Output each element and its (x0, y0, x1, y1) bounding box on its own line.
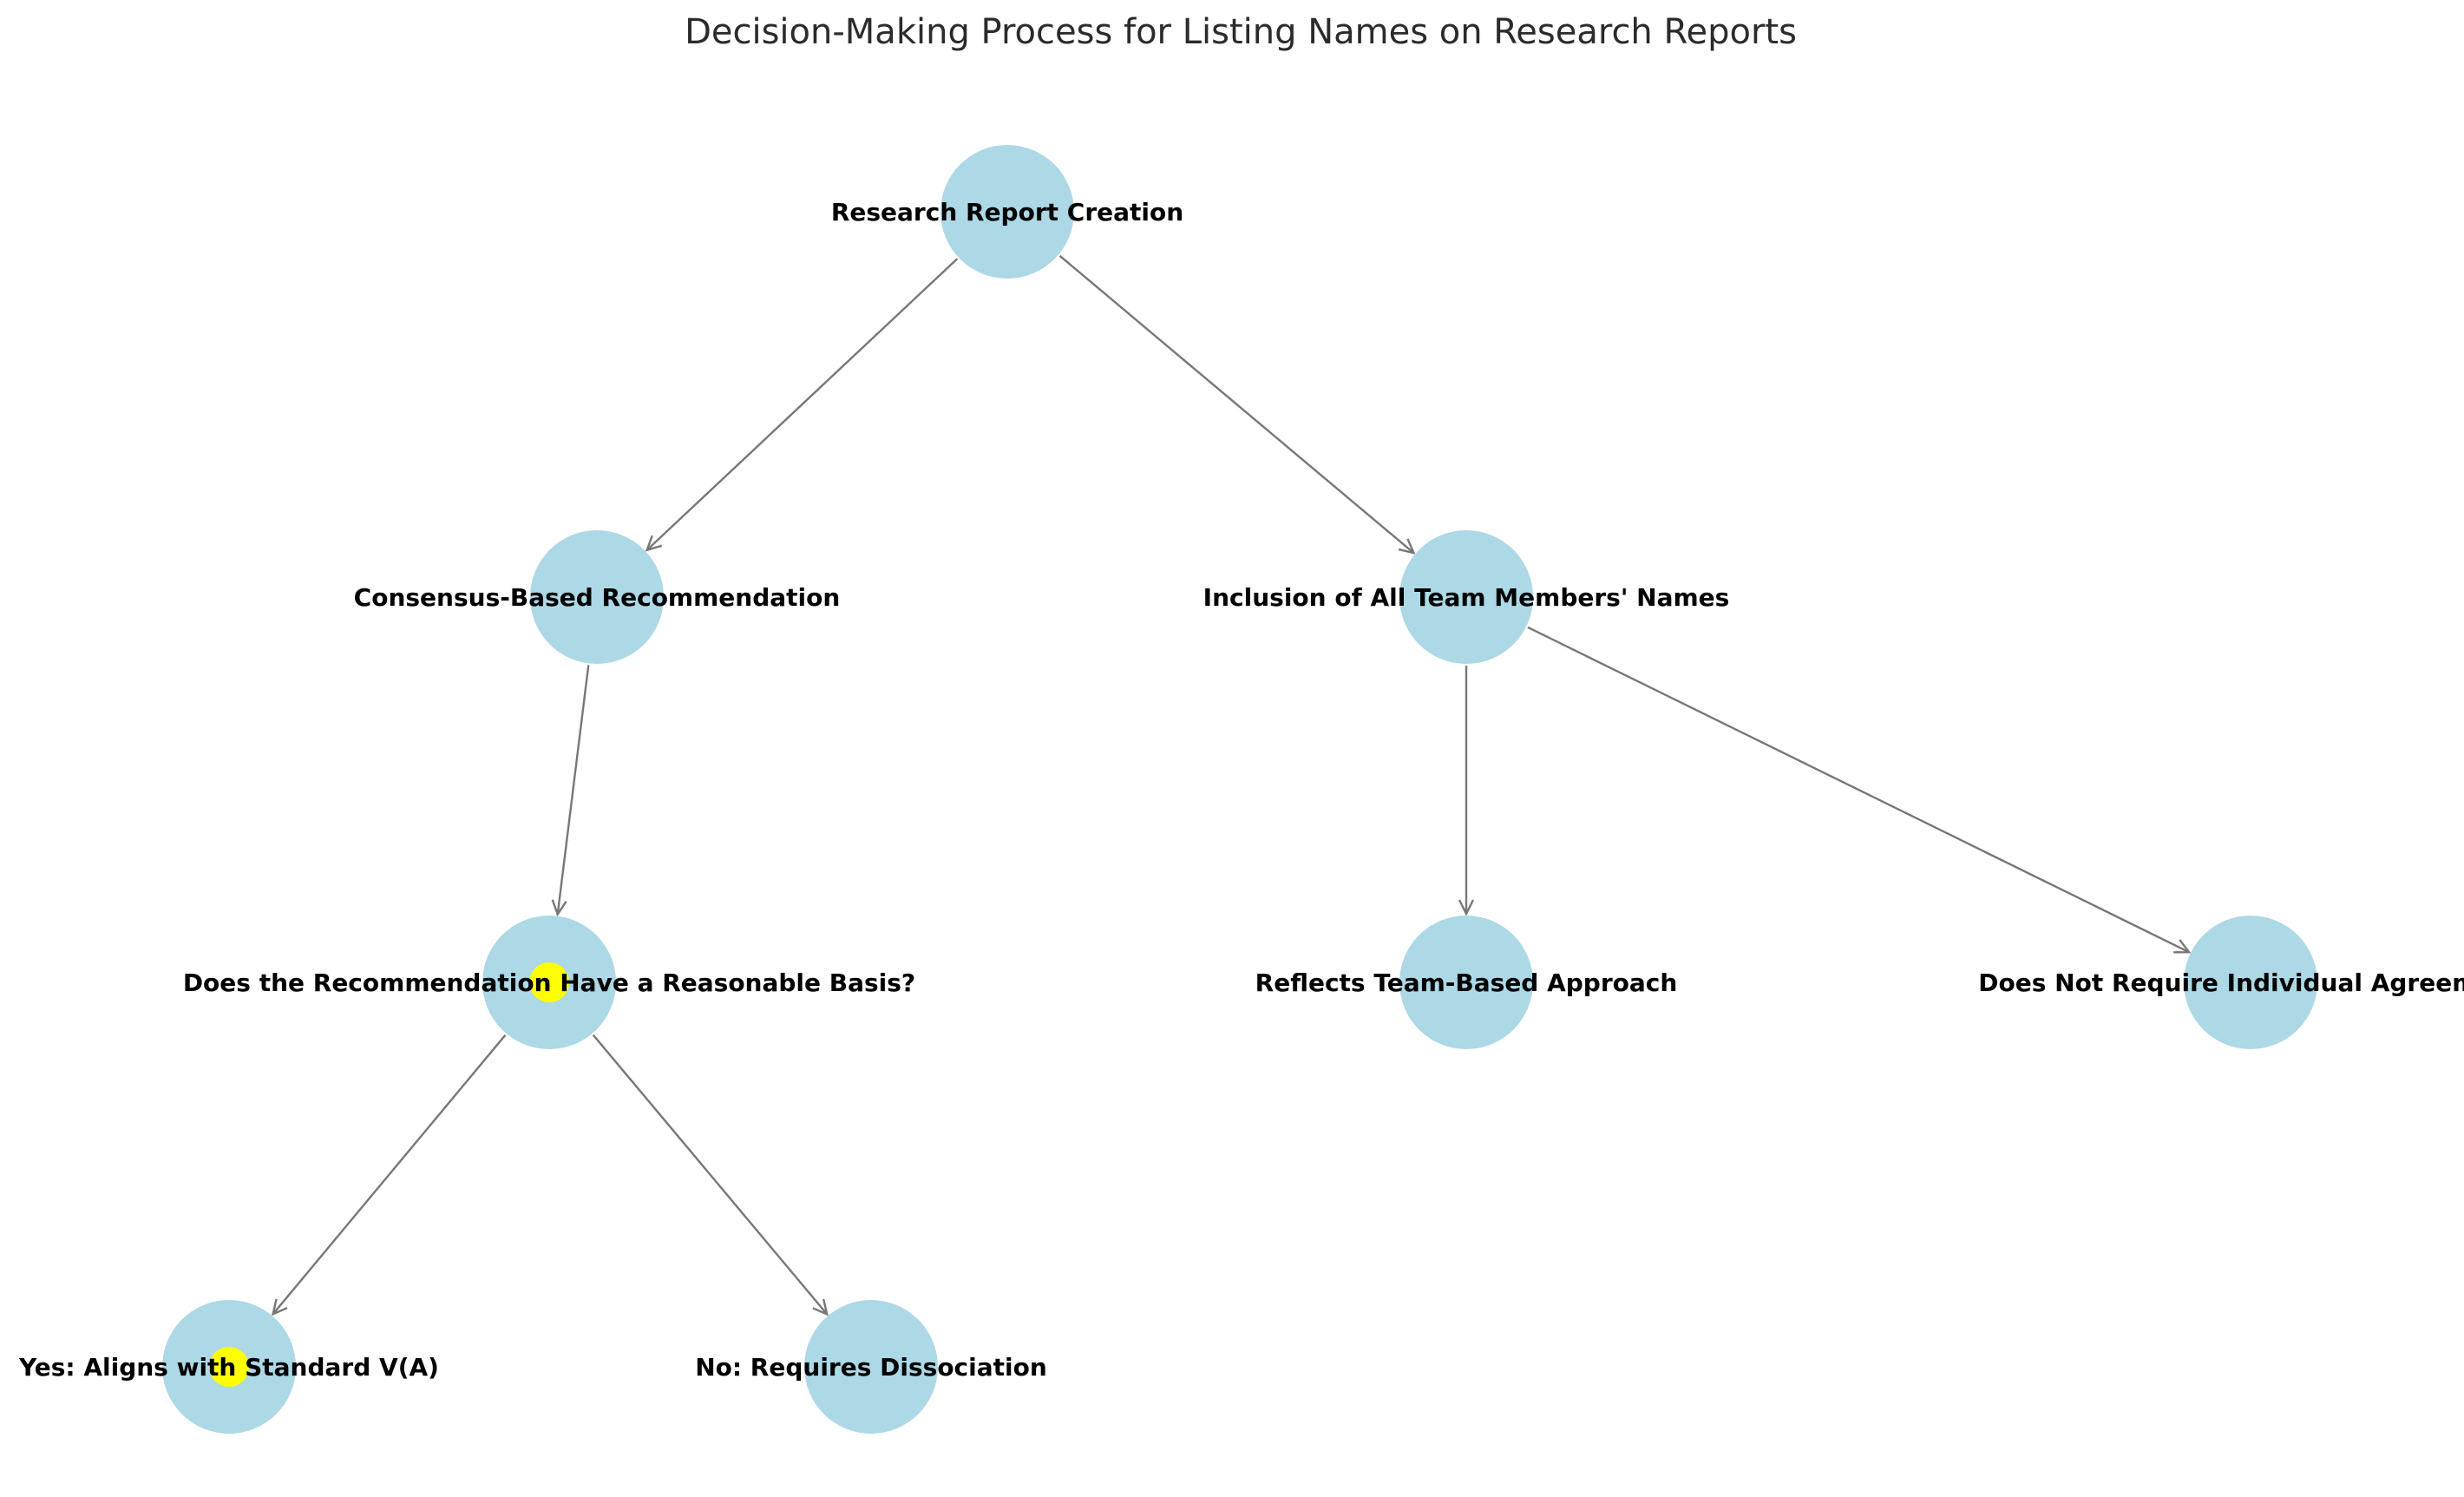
node-label-inclusion: Inclusion of All Team Members' Names (1203, 583, 1730, 612)
edge-root-to-inclusion (1058, 254, 1414, 553)
highlight-dot-yes (209, 1347, 249, 1387)
edges-layer (273, 254, 2190, 1315)
diagram-title: Decision-Making Process for Listing Name… (685, 12, 1797, 52)
node-circle-no (804, 1300, 938, 1434)
node-label-basis: Does the Recommendation Have a Reasonabl… (183, 968, 915, 997)
node-circle-consensus (530, 530, 664, 664)
nodes-layer (162, 145, 2317, 1434)
node-label-no: No: Requires Dissociation (695, 1353, 1047, 1382)
node-circle-team (1399, 916, 1533, 1049)
edge-inclusion-to-agreement (1527, 626, 2189, 952)
node-label-yes: Yes: Aligns with Standard V(A) (18, 1353, 439, 1382)
edge-basis-to-no (592, 1034, 828, 1315)
edge-consensus-to-basis (558, 665, 590, 914)
node-circle-root (940, 145, 1074, 279)
edge-root-to-consensus (647, 258, 959, 550)
node-consensus (530, 530, 664, 664)
highlight-dot-basis (529, 962, 569, 1002)
node-label-root: Research Report Creation (831, 198, 1183, 227)
edge-basis-to-yes (273, 1034, 507, 1315)
node-basis (482, 916, 616, 1049)
node-circle-agreement (2184, 916, 2317, 1049)
node-yes (162, 1300, 296, 1434)
node-agreement (2184, 916, 2317, 1049)
node-team (1399, 916, 1533, 1049)
node-label-agreement: Does Not Require Individual Agreement (1978, 968, 2464, 997)
labels-layer: Research Report CreationConsensus-Based … (18, 198, 2464, 1382)
node-label-consensus: Consensus-Based Recommendation (354, 583, 841, 612)
node-inclusion (1399, 530, 1533, 664)
node-no (804, 1300, 938, 1434)
node-circle-inclusion (1399, 530, 1533, 664)
node-root (940, 145, 1074, 279)
node-label-team: Reflects Team-Based Approach (1255, 968, 1678, 997)
